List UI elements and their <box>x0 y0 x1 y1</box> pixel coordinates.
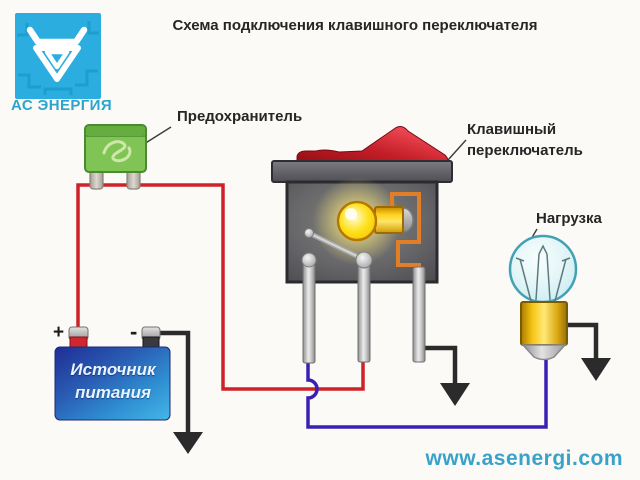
bulb-bottom-contact <box>521 344 567 361</box>
bulb-base <box>520 301 568 346</box>
battery-label-line2: питания <box>74 383 151 402</box>
switch-label-line1: Клавишный <box>467 121 557 138</box>
switch-ground-wire <box>423 345 470 406</box>
ground-arrow-icon <box>581 358 611 381</box>
fuse-callout-label: Предохранитель <box>177 108 303 125</box>
rocker-key <box>296 126 450 167</box>
fuse-callout-line <box>143 126 172 145</box>
battery-plus-sign: + <box>53 322 65 343</box>
battery-component <box>54 326 171 421</box>
switch-callout-label: Клавишный переключатель <box>467 119 583 161</box>
battery-label: Источник питания <box>57 358 169 404</box>
pin-contact-ball <box>301 252 317 268</box>
logo-inner-triangle-glyph <box>44 49 70 70</box>
load-ground-wire <box>566 322 611 381</box>
lamp-bulb <box>336 200 378 242</box>
red-positive-wire <box>76 183 365 391</box>
company-logo-icon <box>15 13 101 99</box>
light-bulb-component <box>508 234 578 361</box>
logo-triangle-glyph <box>33 45 81 82</box>
fuse-element-squiggle <box>102 140 132 163</box>
battery-ground-wire <box>159 330 203 454</box>
switch-callout-line <box>447 139 467 161</box>
switch-pin-right <box>412 266 426 363</box>
page-title: Схема подключения клавишного переключате… <box>172 17 538 34</box>
lever-pivot-ball <box>304 228 314 238</box>
battery-label-line1: Источник <box>70 360 156 379</box>
battery-box <box>54 346 171 421</box>
battery-minus-sign: - <box>130 319 138 344</box>
switch-pin-left <box>302 261 316 364</box>
internal-orange-wire <box>390 192 421 274</box>
blue-load-wire <box>306 358 548 429</box>
bulb-filament <box>515 244 571 302</box>
logo-brand-name: АС ЭНЕРГИЯ <box>11 97 113 114</box>
ground-arrow-icon <box>440 383 470 406</box>
load-callout-label: Нагрузка <box>536 210 602 227</box>
switch-pin-middle <box>357 261 371 363</box>
pin-contact-ball <box>355 251 373 269</box>
ground-arrow-icon <box>173 432 203 454</box>
rocker-switch-component <box>271 126 453 364</box>
website-link[interactable]: www.asenergi.com <box>425 447 623 470</box>
switch-label-line2: переключатель <box>467 142 583 159</box>
lamp-cylinder <box>374 206 404 234</box>
fuse-component <box>84 124 147 190</box>
logo-horns-glyph <box>26 26 88 46</box>
